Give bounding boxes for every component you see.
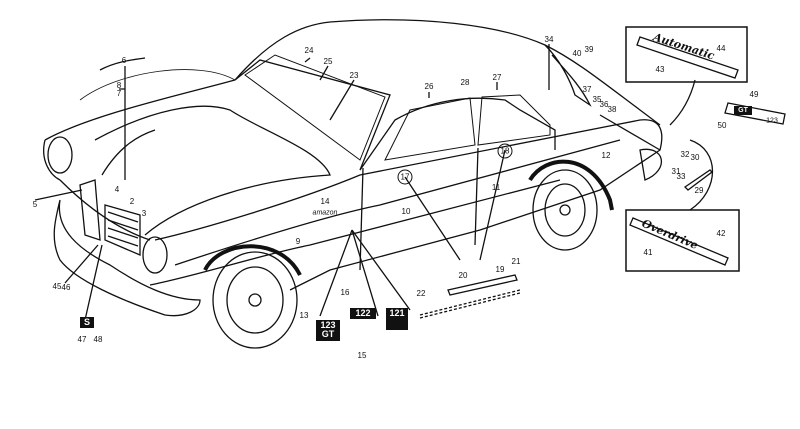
- part-label: 31: [671, 167, 681, 176]
- part-label: 4: [114, 185, 120, 194]
- part-label: 13: [299, 311, 309, 320]
- part-label-circled: 18: [497, 143, 513, 159]
- part-label: 32: [680, 150, 690, 159]
- part-label: 34: [544, 35, 554, 44]
- part-label: 40: [572, 49, 582, 58]
- part-label: 39: [584, 45, 594, 54]
- rear-gt-emblem: GT: [734, 106, 752, 116]
- part-label: 48: [93, 335, 103, 344]
- side-script-emblem: amazon: [312, 209, 338, 217]
- part-label: 8: [116, 81, 122, 90]
- part-label: 42: [716, 229, 726, 238]
- part-label: 25: [323, 57, 333, 66]
- part-label: 37: [582, 85, 592, 94]
- part-label: 20: [458, 271, 468, 280]
- part-label: 44: [716, 44, 726, 53]
- part-label: 28: [460, 78, 470, 87]
- emblem-122: 122: [350, 308, 376, 320]
- part-label: 35: [592, 95, 602, 104]
- part-label: 46: [61, 283, 71, 292]
- part-label: 49: [749, 90, 759, 99]
- part-label: 38: [607, 105, 617, 114]
- overdrive-badge-box: [625, 209, 740, 272]
- part-label: 30: [690, 153, 700, 162]
- part-label: 12: [601, 151, 611, 160]
- part-label: 41: [643, 248, 653, 257]
- part-label: 10: [401, 207, 411, 216]
- part-label: 21: [511, 257, 521, 266]
- part-label: 16: [340, 288, 350, 297]
- part-label: 2: [129, 197, 135, 206]
- part-label: 19: [495, 265, 505, 274]
- rear-123-emblem: 123: [766, 117, 778, 125]
- emblem-s: S: [80, 317, 94, 329]
- part-label: 26: [424, 82, 434, 91]
- part-label: 50: [717, 121, 727, 130]
- part-label: 3: [141, 209, 147, 218]
- emblem-121: 121: [386, 308, 408, 330]
- part-label: 14: [320, 197, 330, 206]
- automatic-badge-box: [625, 26, 748, 83]
- part-label: 47: [77, 335, 87, 344]
- part-label: 43: [655, 65, 665, 74]
- part-label-circled: 17: [397, 169, 413, 185]
- part-label: 23: [349, 71, 359, 80]
- part-label: 33: [676, 172, 686, 181]
- part-label: 27: [492, 73, 502, 82]
- part-label: 9: [295, 237, 301, 246]
- part-label: 24: [304, 46, 314, 55]
- part-label: 15: [357, 351, 367, 360]
- part-label: 22: [416, 289, 426, 298]
- part-label: 29: [694, 186, 704, 195]
- part-label: 6: [121, 56, 127, 65]
- part-label: 11: [491, 183, 501, 192]
- part-label: 36: [599, 100, 609, 109]
- part-label: 45: [52, 282, 62, 291]
- part-label: 5: [32, 200, 38, 209]
- part-label: 7: [116, 89, 122, 98]
